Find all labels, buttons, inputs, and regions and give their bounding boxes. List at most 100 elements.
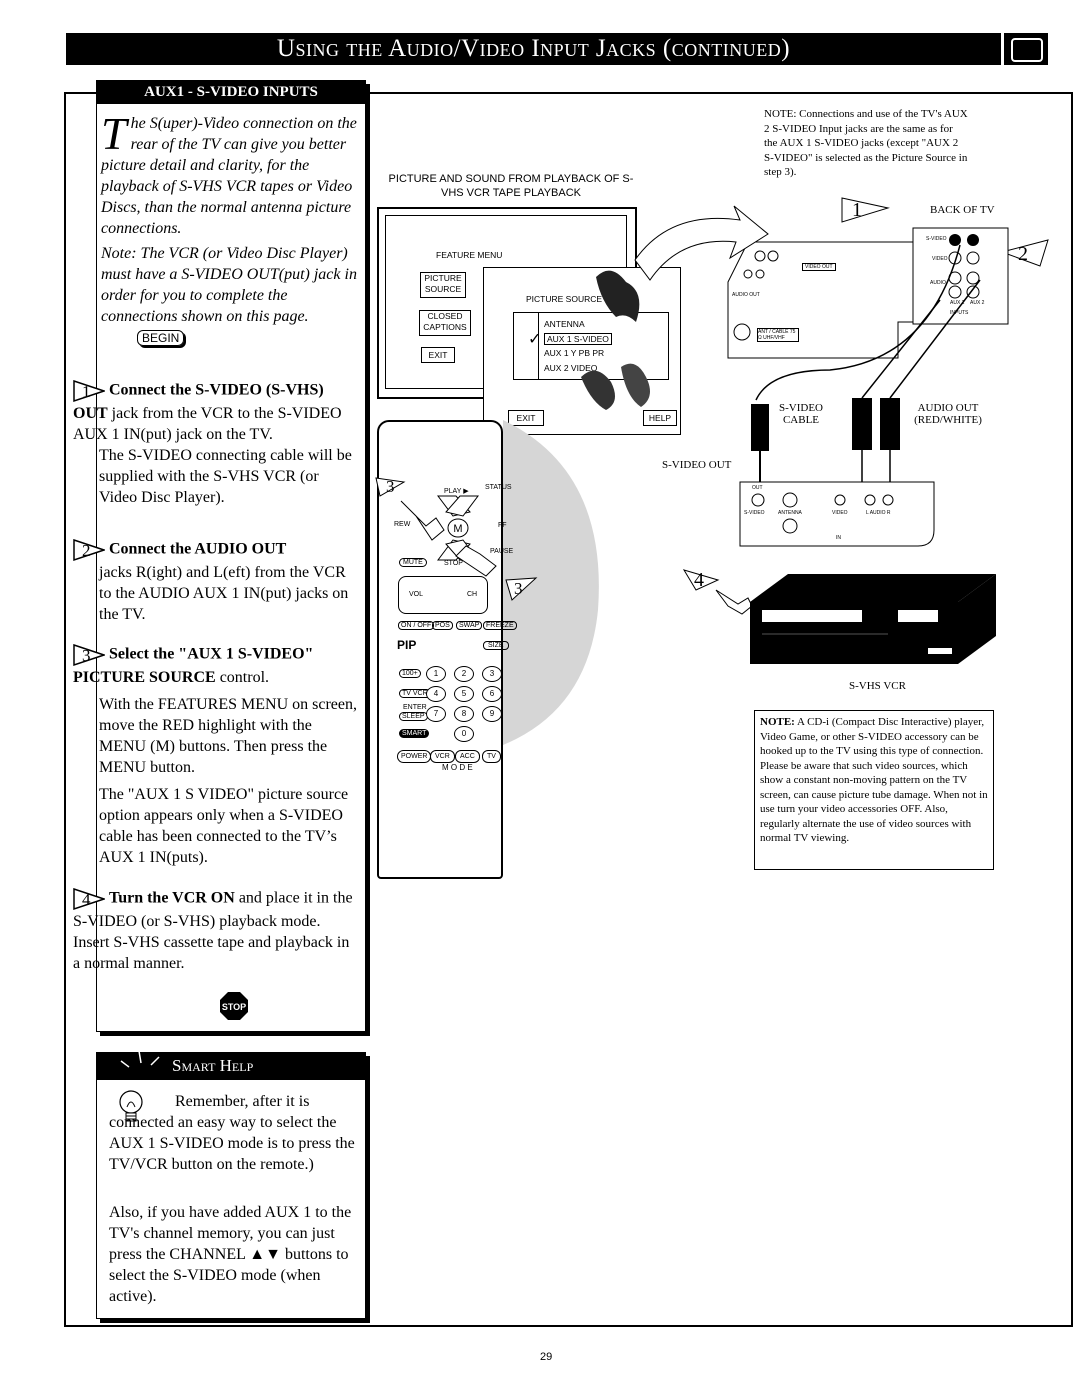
page-title: Using the Audio/Video Input Jacks (conti… — [66, 33, 1001, 65]
remote-vcr-button: VCR — [430, 750, 455, 763]
source-aux1-svideo: AUX 1 S-VIDEO — [544, 333, 612, 345]
vcr-svideo-label: S-VIDEO — [744, 510, 765, 516]
remote-tv-button: TV — [482, 750, 501, 763]
remote-100-button: 100+ — [399, 669, 421, 678]
remote-onoff-button: ON / OFF — [398, 621, 435, 630]
step-arrow-icon: 3 — [73, 643, 107, 667]
help-button: HELP — [643, 410, 677, 426]
cables — [751, 244, 981, 490]
remote-pip-label: PIP — [397, 638, 417, 652]
picture-source-button: PICTURE SOURCE — [420, 272, 466, 298]
vcr-out-label: OUT — [752, 485, 763, 491]
step-4: 4 Turn the VCR ON and place it in the S-… — [73, 887, 357, 974]
tv-audio-out-label: AUDIO OUT — [732, 292, 760, 298]
callout-3a: 3 — [375, 477, 406, 497]
tv-inputs-label: INPUTS — [950, 310, 969, 316]
tv-video-label: VIDEO — [932, 256, 948, 262]
remote-play-label: PLAY ▶ — [444, 488, 469, 495]
dancers-illustration — [581, 270, 650, 410]
connection-arrow — [634, 205, 769, 281]
remote-digit-6-button: 6 — [482, 686, 502, 702]
remote-status-label: STATUS — [485, 484, 512, 491]
callout-1: 1 — [841, 197, 890, 223]
remote-digit-1-button: 1 — [426, 666, 446, 682]
playback-caption: PICTURE AND SOUND FROM PLAYBACK OF S-VHS… — [388, 173, 634, 199]
exit-button-menu: EXIT — [421, 347, 455, 363]
note-paragraph: Note: The VCR (or Video Disc Player) mus… — [101, 245, 357, 346]
source-aux2-video: AUX 2 VIDEO — [544, 363, 598, 373]
svg-text:1: 1 — [852, 199, 862, 221]
svg-text:1: 1 — [82, 382, 91, 401]
tv-aux2-label: AUX 2 — [970, 300, 985, 306]
remote-sleep-button: SLEEP — [399, 712, 428, 721]
remote-stop-label: STOP — [444, 560, 463, 567]
svg-text:3: 3 — [82, 646, 91, 665]
stop-sign-icon: STOP — [219, 991, 249, 1021]
audio-out-label: AUDIO OUT (RED/WHITE) — [914, 402, 982, 426]
remote-freeze-button: FREEZE — [483, 621, 517, 630]
remote-digit-2-button: 2 — [454, 666, 474, 682]
vcr-antenna-label: ANTENNA — [778, 510, 802, 516]
remote-size-button: SIZE — [483, 641, 509, 650]
remote-vol-ch-rocker: VOL CH — [398, 576, 488, 614]
step-1: 1 Connect the S-VIDEO (S-VHS) OUT jack f… — [73, 379, 357, 508]
remote-digit-5-button: 5 — [454, 686, 474, 702]
page-number: 29 — [540, 1351, 553, 1363]
feature-menu-label: FEATURE MENU — [436, 250, 503, 260]
source-list: ANTENNA AUX 1 S-VIDEO ✓ AUX 1 Y PB PR AU… — [513, 312, 669, 380]
svideo-out-label: S-VIDEO OUT — [662, 459, 732, 471]
remote-digit-8-button: 8 — [454, 706, 474, 722]
source-antenna: ANTENNA — [544, 319, 585, 329]
content-frame — [64, 92, 1073, 1327]
tv-video-out-label: VIDEO OUT — [802, 263, 836, 271]
callout-4: 4 — [682, 569, 720, 591]
remote-power-button: POWER — [397, 750, 432, 763]
cdi-note: NOTE: A CD-i (Compact Disc Interactive) … — [754, 710, 994, 870]
remote-acc-button: ACC — [455, 750, 480, 763]
picture-source-select-label: PICTURE SOURCE SELECT — [526, 294, 638, 304]
tv-icon — [1004, 33, 1048, 65]
begin-badge: BEGIN — [137, 330, 185, 346]
vcr-back-panel — [739, 481, 935, 547]
remote-smart-button: SMART — [399, 729, 430, 738]
step-arrow-icon: 1 — [73, 379, 107, 403]
svg-text:3: 3 — [514, 579, 523, 598]
remote-ff-label: FF — [498, 522, 507, 529]
svhs-vcr-label: S-VHS VCR — [849, 680, 906, 692]
smart-help-heading: Smart Help — [96, 1052, 366, 1080]
svg-text:2: 2 — [1018, 243, 1028, 265]
smart-help-para1: Remember, after it is connected an easy … — [109, 1093, 355, 1173]
callout-3b: 3 — [505, 577, 538, 601]
aux2-note: NOTE: Connections and use of the TV's AU… — [764, 108, 968, 178]
source-aux1-ypbpr: AUX 1 Y PB PR — [544, 348, 605, 358]
remote-mode-label: M O D E — [442, 763, 473, 772]
svg-text:M: M — [453, 523, 462, 535]
vcr-in-label: IN — [836, 535, 841, 541]
smart-help-para2: Also, if you have added AUX 1 to the TV'… — [109, 1204, 352, 1305]
remote-pause-label: PAUSE — [490, 548, 514, 555]
tv-ant-label: ANT / CABLE 75 Ω UHF/VHF — [757, 328, 799, 342]
remote-digit-4-button: 4 — [426, 686, 446, 702]
vcr-audio-label: L AUDIO R — [866, 510, 891, 516]
svg-text:4: 4 — [82, 890, 91, 909]
svhs-vcr-illustration — [750, 574, 996, 664]
remote-shadow-shape — [503, 420, 599, 745]
step-2: 2 Connect the AUDIO OUT jacks R(ight) an… — [73, 538, 357, 625]
lightbulb-icon — [119, 1090, 143, 1122]
pointing-hands-icon — [400, 500, 497, 577]
light-rays-icon — [120, 1050, 160, 1068]
check-icon: ✓ — [528, 331, 542, 348]
remote-pos-button: POS — [432, 621, 453, 630]
remote-digit-3-button: 3 — [482, 666, 502, 682]
dropcap: T — [101, 108, 127, 159]
remote-enter-label: ENTER — [403, 704, 427, 711]
remote-digit-7-button: 7 — [426, 706, 446, 722]
step-3: 3 Select the "AUX 1 S-VIDEO" PICTURE SOU… — [73, 643, 357, 868]
tv-svideo-label: S-VIDEO — [926, 236, 947, 242]
vcr-video-label: VIDEO — [832, 510, 848, 516]
panel-heading: AUX1 - S-VIDEO INPUTS — [96, 80, 366, 104]
svideo-cable-label: S-VIDEO CABLE — [779, 402, 823, 426]
